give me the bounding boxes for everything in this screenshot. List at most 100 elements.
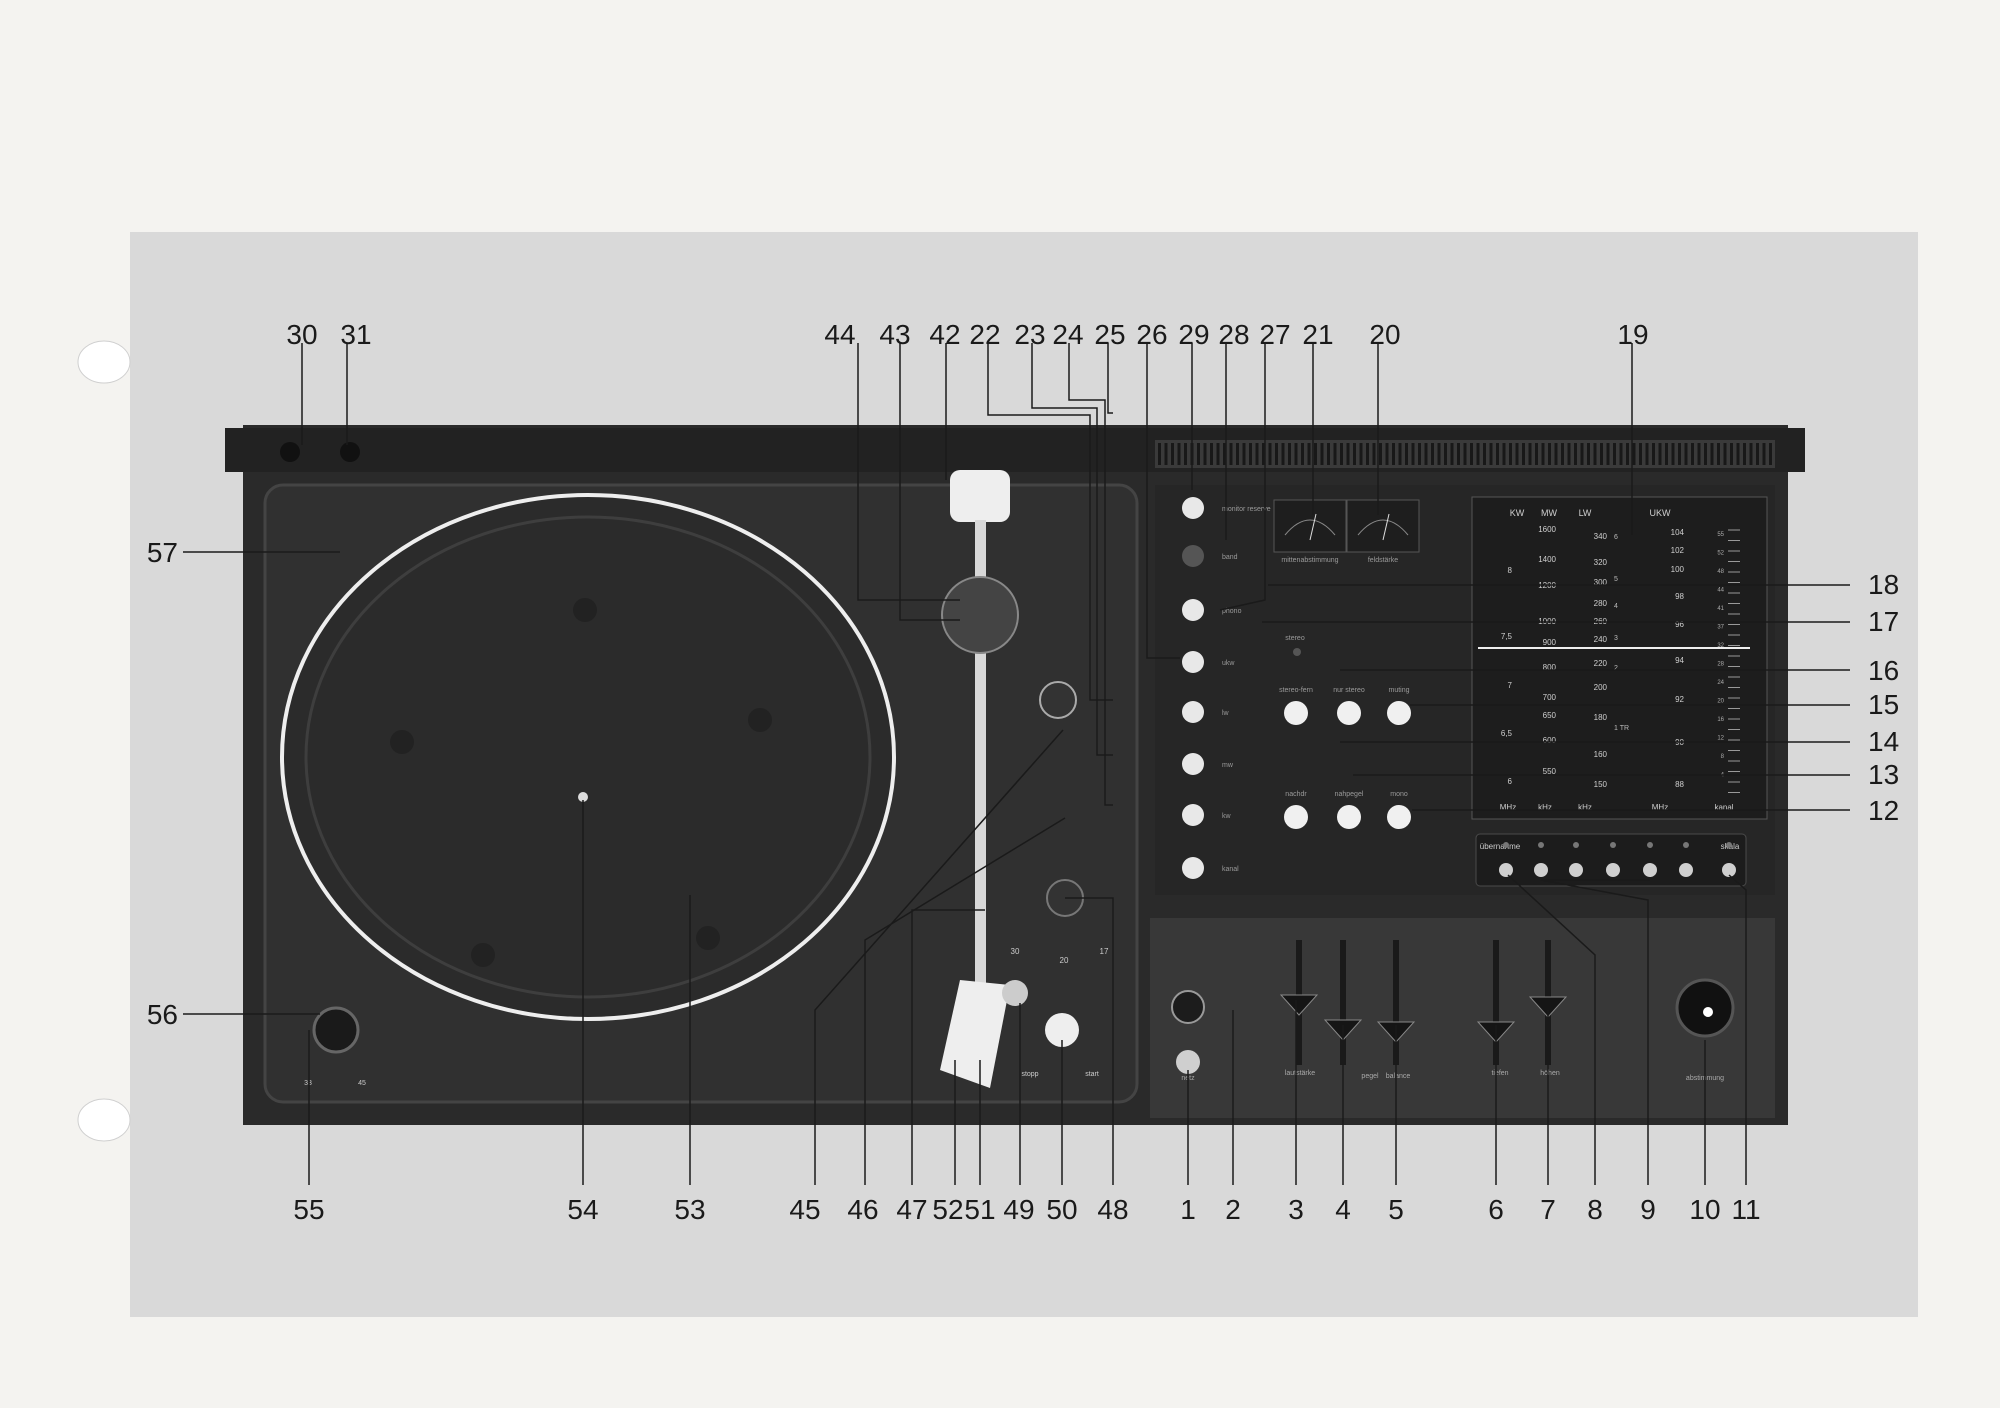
mat-bump [748, 708, 772, 732]
leader-line [1219, 343, 1266, 611]
grille-slot [1756, 443, 1759, 465]
station-indicator [1726, 842, 1732, 848]
callout-number: 29 [1178, 319, 1209, 350]
speed-dial-label: 30 [1011, 947, 1020, 956]
dial-band-header: KW [1510, 508, 1525, 518]
grille-slot [1554, 443, 1558, 465]
grille-slot [1405, 443, 1408, 465]
mixer-sliders [1279, 940, 1568, 1065]
tuning-knob-cap [1703, 1007, 1713, 1017]
mw-scale-value: 650 [1543, 711, 1557, 720]
dial-band-header: UKW [1650, 508, 1672, 518]
callout-number: 42 [929, 319, 960, 350]
mixer-label: lautstärke [1285, 1070, 1315, 1077]
tuner-dial-window [1471, 496, 1768, 820]
din-socket [1171, 990, 1205, 1024]
lw-scale-value: 150 [1594, 780, 1608, 789]
grille-slot [1548, 443, 1551, 465]
grille-slot [1236, 443, 1239, 465]
grille-slot [1262, 443, 1265, 465]
platter [280, 493, 896, 1021]
grille-slot [1613, 443, 1616, 465]
meter-label: feldstärke [1368, 557, 1398, 564]
mw-scale-value: 900 [1543, 638, 1557, 647]
ukw-channel-value: 20 [1717, 699, 1724, 705]
station-strip-label: übernahme [1480, 842, 1521, 851]
source-button [1182, 804, 1204, 826]
leader-line [1031, 343, 1113, 756]
mw-scale-value: 550 [1543, 767, 1557, 776]
ukw-channel-value: 41 [1717, 606, 1724, 612]
headphone-socket [280, 442, 300, 462]
leader-line [911, 909, 985, 1185]
source-button [1182, 857, 1204, 879]
grille-slot [1600, 443, 1603, 465]
tonearm-tube [975, 520, 986, 990]
grille-slot [1346, 443, 1350, 465]
grille-slot [1372, 443, 1376, 465]
grille-slot [1184, 443, 1187, 465]
stereo-indicator-label: stereo [1285, 635, 1305, 642]
grille-slot [1645, 443, 1649, 465]
grille-slot [1197, 443, 1200, 465]
grille-slot [1593, 443, 1597, 465]
leader-line [857, 343, 960, 601]
mw-scale-value: 800 [1543, 663, 1557, 672]
tuner-button [1387, 805, 1411, 829]
source-button [1182, 599, 1204, 621]
ukw-scale-value: 96 [1675, 620, 1684, 629]
callout-number: 15 [1868, 689, 1899, 720]
ukw-channel-value: 32 [1717, 643, 1724, 649]
station-button [1499, 863, 1513, 877]
callout-number: 11 [1731, 1194, 1760, 1225]
ukw-channel-value: 28 [1717, 662, 1724, 668]
slider-track [1393, 940, 1399, 1065]
lw-band-mark: 4 [1614, 603, 1618, 610]
grille-slot [1483, 443, 1486, 465]
callout-number: 12 [1868, 795, 1899, 826]
mw-scale-value: 1400 [1538, 555, 1556, 564]
grille-slot [1255, 443, 1259, 465]
ukw-channel-value: 8 [1721, 754, 1725, 760]
lw-scale-value: 320 [1594, 558, 1608, 567]
ukw-channel-value: 37 [1717, 625, 1724, 631]
grille-slot [1359, 443, 1363, 465]
grille-slot [1574, 443, 1577, 465]
spindle [578, 792, 588, 802]
meter-box [1346, 499, 1420, 553]
dial-unit: MHz [1500, 803, 1516, 812]
callout-number: 45 [789, 1194, 820, 1225]
lw-band-mark: 3 [1614, 635, 1618, 642]
speed-dial-label: 20 [1060, 956, 1069, 965]
mat-bump [390, 730, 414, 754]
source-button [1182, 497, 1204, 519]
source-button-label: mw [1222, 762, 1234, 769]
grille-slot [1431, 443, 1434, 465]
kw-scale-value: 6 [1508, 777, 1513, 786]
grille-slot [1320, 443, 1324, 465]
callout-number: 16 [1868, 655, 1899, 686]
callout-number: 46 [847, 1194, 878, 1225]
grille-slot [1769, 443, 1772, 465]
mw-scale-value: 1600 [1538, 525, 1556, 534]
platter-mat [304, 515, 872, 999]
mixer-label: höhen [1540, 1070, 1560, 1077]
leader-line [1728, 874, 1747, 1185]
station-indicator [1647, 842, 1653, 848]
source-button-label: band [1222, 554, 1238, 561]
dial-band-header: MW [1541, 508, 1557, 518]
cue-lever-knob [1002, 980, 1028, 1006]
grille-slot [1177, 443, 1181, 465]
grille-slot [1652, 443, 1655, 465]
station-indicator [1503, 842, 1509, 848]
grille-slot [1743, 443, 1746, 465]
ukw-scale-value: 102 [1671, 546, 1685, 555]
kw-scale-value: 7 [1508, 681, 1513, 690]
ukw-scale-value: 92 [1675, 695, 1684, 704]
meter-arc [1357, 519, 1409, 536]
tuner-button [1284, 805, 1308, 829]
grille-slot [1535, 443, 1538, 465]
